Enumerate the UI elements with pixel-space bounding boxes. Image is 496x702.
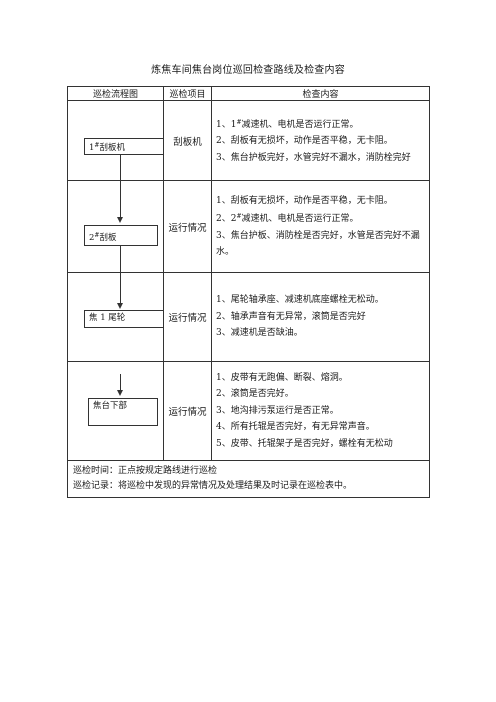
item-cell: 运行情况 xyxy=(163,272,212,362)
table-row: 焦台下部 运行情况 1、皮带有无跑偏、断裂、熔洞。 2、滚筒是否完好。 3、地沟… xyxy=(67,361,430,461)
content-line: 2、2#减速机、电机是否运行正常。 xyxy=(216,213,359,224)
content-line: 2、刮板有无损坏，动作是否平稳，无卡阻。 xyxy=(216,136,393,147)
table-row: 2#刮板 运行情况 1、刮板有无损坏，动作是否平稳，无卡阻。 2、2#减速机、电… xyxy=(67,180,430,273)
content-line: 4、所有托辊是否完好，有无异常声音。 xyxy=(216,422,375,433)
flow-box-scraper-1: 1#刮板机 xyxy=(84,138,164,155)
flow-cell: 2#刮板 xyxy=(67,180,164,273)
table-row: 1#刮板机 刮板机 1、1#减速机、电机是否运行正常。 2、刮板有无损坏，动作是… xyxy=(67,100,430,181)
content-line: 5、皮带、托辊架子是否完好，螺栓有无松动 xyxy=(216,438,393,449)
flow-cell: 焦台下部 xyxy=(67,361,164,461)
flow-arrow-line xyxy=(120,155,121,180)
header-flow: 巡检流程图 xyxy=(67,86,164,101)
flow-box-tail-pulley: 焦 1 尾轮 xyxy=(84,310,164,328)
content-cell: 1、刮板有无损坏，动作是否平稳，无卡阻。 2、2#减速机、电机是否运行正常。 3… xyxy=(211,180,430,273)
content-line: 2、轴承声音有无异常，滚筒是否完好 xyxy=(216,311,366,322)
table-row: 焦 1 尾轮 运行情况 1、尾轮轴承座、减速机底座螺栓无松动。 2、轴承声音有无… xyxy=(67,272,430,362)
header-item: 巡检项目 xyxy=(163,86,212,101)
footer-row: 巡检时间：正点按规定路线进行巡检 巡检记录：将巡检中发现的异常情况及处理结果及时… xyxy=(67,460,430,498)
content-line: 3、地沟排污泵运行是否正常。 xyxy=(216,405,339,416)
content-line: 1、刮板有无损坏，动作是否平稳，无卡阻。 xyxy=(216,195,393,206)
content-line: 1、尾轮轴承座、减速机底座螺栓无松动。 xyxy=(216,295,384,306)
content-line: 1、1#减速机、电机是否运行正常。 xyxy=(216,118,359,130)
item-cell: 运行情况 xyxy=(163,361,212,461)
item-cell: 运行情况 xyxy=(163,180,212,273)
table-header-row: 巡检流程图 巡检项目 检查内容 xyxy=(67,86,430,101)
page-title: 炼焦车间焦台岗位巡回检查路线及检查内容 xyxy=(151,65,345,76)
flow-arrow-line xyxy=(120,374,121,390)
footer-cell: 巡检时间：正点按规定路线进行巡检 巡检记录：将巡检中发现的异常情况及处理结果及时… xyxy=(67,460,430,498)
content-line: 1、皮带有无跑偏、断裂、熔洞。 xyxy=(216,372,348,383)
flow-arrow-line xyxy=(120,181,121,217)
content-line: 3、焦台护板、消防栓是否完好，水管是否完好不漏水。 xyxy=(216,230,420,258)
arrow-down-icon xyxy=(117,217,123,223)
inspection-record: 巡检记录：将巡检中发现的异常情况及处理结果及时记录在巡检表中。 xyxy=(73,481,353,491)
arrow-down-icon xyxy=(117,303,123,309)
content-cell: 1、尾轮轴承座、减速机底座螺栓无松动。 2、轴承声音有无异常，滚筒是否完好 3、… xyxy=(211,272,430,362)
header-content: 检查内容 xyxy=(211,86,430,101)
inspection-time: 巡检时间：正点按规定路线进行巡检 xyxy=(73,466,218,476)
flow-arrow-line xyxy=(120,246,121,272)
flow-cell: 1#刮板机 xyxy=(67,100,164,181)
flow-arrow-line xyxy=(120,273,121,303)
flow-box-lower-coke-platform: 焦台下部 xyxy=(88,398,158,426)
content-cell: 1、皮带有无跑偏、断裂、熔洞。 2、滚筒是否完好。 3、地沟排污泵运行是否正常。… xyxy=(211,361,430,461)
flow-box-scraper-2: 2#刮板 xyxy=(84,225,158,246)
content-line: 3、焦台护板完好，水管完好不漏水，消防栓完好 xyxy=(216,152,411,163)
inspection-table: 巡检流程图 巡检项目 检查内容 1#刮板机 刮板机 1、1#减速机、电机是否运行… xyxy=(67,86,430,498)
content-line: 3、减速机是否缺油。 xyxy=(216,328,303,339)
content-line: 2、滚筒是否完好。 xyxy=(216,389,294,400)
content-cell: 1、1#减速机、电机是否运行正常。 2、刮板有无损坏，动作是否平稳，无卡阻。 3… xyxy=(211,100,430,181)
arrow-down-icon xyxy=(117,390,123,396)
flow-cell: 焦 1 尾轮 xyxy=(67,272,164,362)
item-cell: 刮板机 xyxy=(163,100,212,181)
